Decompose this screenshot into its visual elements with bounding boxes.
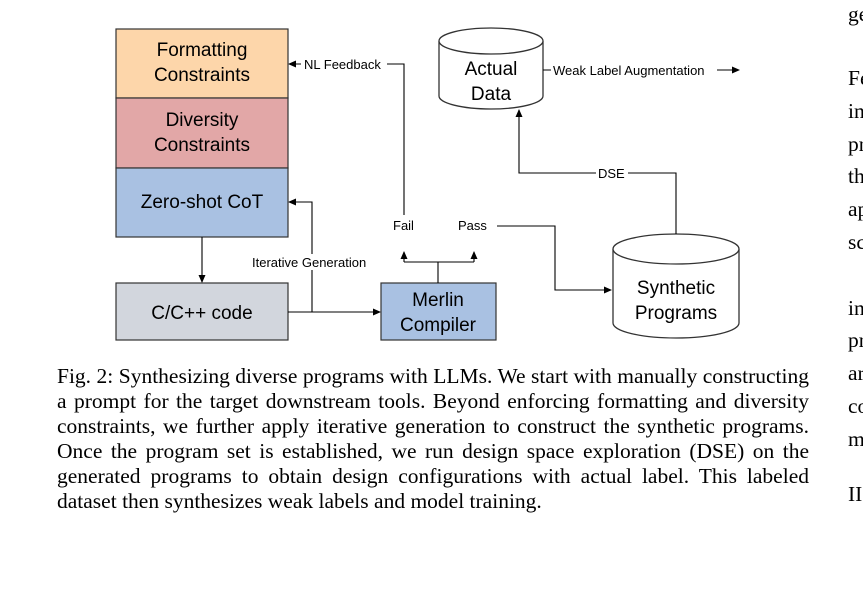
actual-data-cylinder [438,27,544,110]
weak-label-augmentation-label: Weak Label Augmentation [553,63,705,78]
actual-data-label-1: Actual [465,59,518,80]
fragment: pr [848,328,863,352]
pass-to-synthetic-arrow [497,225,612,294]
merlin-label-1: Merlin [412,290,464,311]
pipeline-diagram: Formatting Constraints Diversity Constra… [115,27,740,341]
nl-feedback-arrow [288,60,405,215]
formatting-label-2: Constraints [154,65,250,86]
formatting-label-1: Formatting [157,40,248,61]
fragment: ar [848,361,863,385]
diversity-label-1: Diversity [166,110,239,131]
fragment: sc [848,230,863,254]
diversity-constraints-box [115,97,289,169]
cot-label: Zero-shot CoT [141,192,264,213]
right-column-fragments: ge Fe in pr th ap sc in pr ar co m II [848,0,863,590]
figure-caption: Fig. 2: Synthesizing diverse programs wi… [57,364,809,513]
dse-label: DSE [598,166,625,181]
synthetic-programs-cylinder [612,233,740,339]
zero-shot-cot-box [115,167,289,238]
fragment: in [848,296,863,320]
fragment: ge [848,2,863,26]
fragment: th [848,164,863,188]
pass-label: Pass [458,218,487,233]
fragment: Fe [848,66,863,90]
merlin-fork-line [404,261,474,283]
fragment: in [848,99,863,123]
merlin-compiler-box [380,282,497,341]
fragment: II [848,482,863,506]
fragment: ap [848,197,863,221]
synthetic-label-2: Programs [635,303,717,324]
synthetic-label-1: Synthetic [637,278,715,299]
iterative-generation-arrow [288,198,313,312]
c-code-label: C/C++ code [151,303,252,324]
nl-feedback-label: NL Feedback [304,57,381,72]
actual-data-label-2: Data [471,84,512,105]
fragment: co [848,394,863,418]
iterative-generation-label: Iterative Generation [252,255,366,270]
formatting-constraints-box [115,28,289,99]
merlin-label-2: Compiler [400,315,477,336]
c-code-box [115,282,289,341]
diversity-label-2: Constraints [154,135,250,156]
fragment: pr [848,132,863,156]
fail-label: Fail [393,218,414,233]
fragment: m [848,427,863,451]
